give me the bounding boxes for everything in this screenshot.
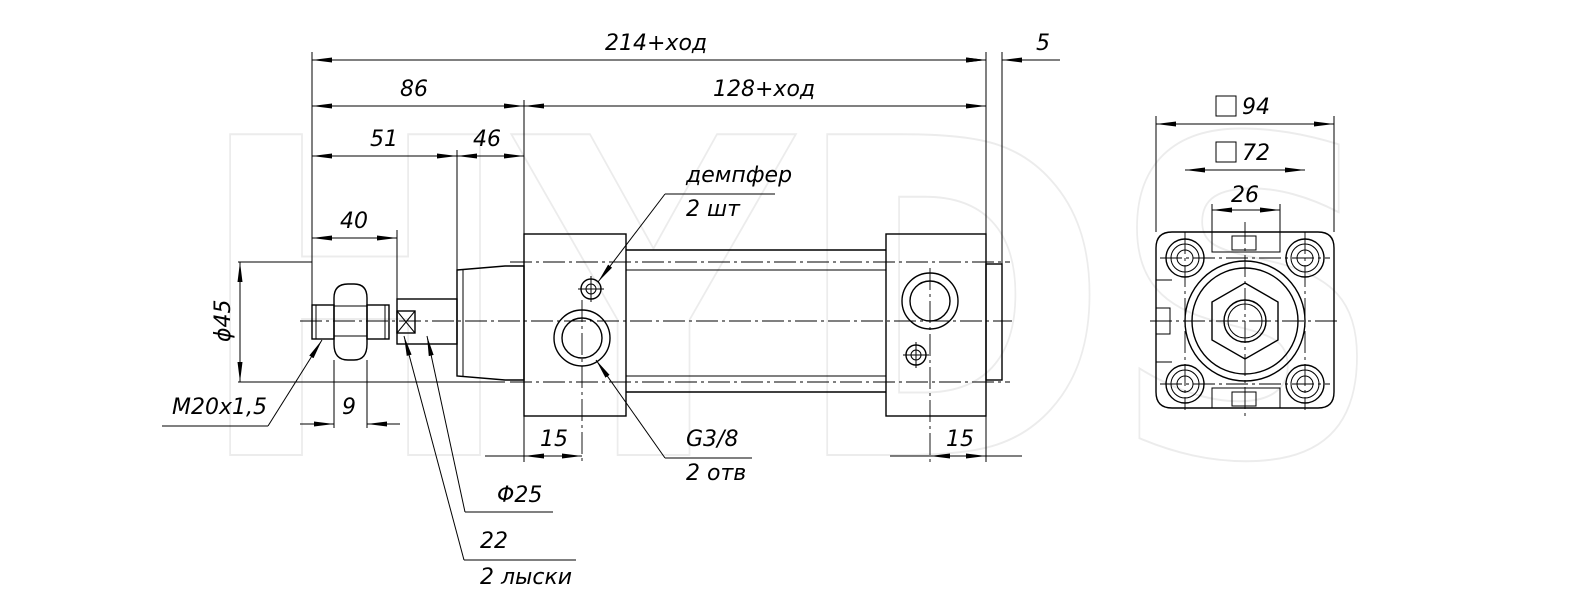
- dim-rod-extension: 51: [370, 127, 398, 152]
- dim-overall-length: 214+ход: [605, 31, 707, 56]
- callout-port-thread: G3/8: [686, 427, 738, 452]
- dim-square-outer: 94: [1242, 95, 1270, 120]
- dim-nut-width: 9: [342, 395, 356, 420]
- square-symbol-inner: [1215, 141, 1237, 163]
- end-cap-outline: [1155, 231, 1335, 409]
- callout-damper-label: демпфер: [685, 163, 792, 188]
- dimension-labels: 214+ход 5 86 128+ход 51 46 40 ϕ45 9 15 1…: [211, 31, 1270, 452]
- cylinder-barrel: [510, 249, 1010, 393]
- lock-nut: [333, 283, 368, 361]
- dim-boss-width: 26: [1231, 183, 1259, 208]
- dim-front-length: 86: [400, 77, 428, 102]
- rear-damper-screw: [903, 342, 929, 368]
- end-view: [1150, 95, 1340, 420]
- callout-flats-size: 22: [480, 529, 508, 554]
- callout-thread: M20x1,5: [172, 395, 267, 420]
- dim-port-offset-right: 15: [946, 427, 974, 452]
- callout-damper-count: 2 шт: [686, 197, 741, 222]
- dim-bore-diameter: ϕ45: [211, 299, 236, 342]
- dimension-lines: [237, 52, 1060, 462]
- dim-gland-length: 46: [473, 127, 501, 152]
- dim-end-offset: 5: [1036, 31, 1050, 56]
- leader-lines: [162, 193, 775, 561]
- side-view: [300, 233, 1012, 462]
- rear-end-plate: [985, 263, 1003, 381]
- dim-body-length: 128+ход: [713, 77, 815, 102]
- front-cap: [523, 233, 627, 417]
- callout-labels: M20x1,5 Φ25 22 2 лыски G3/8 2 отв демпфе…: [172, 163, 792, 590]
- dim-square-inner: 72: [1242, 141, 1270, 166]
- callout-rod-diameter: Φ25: [497, 483, 542, 508]
- square-symbol-outer: [1215, 95, 1237, 117]
- callout-flats-label: 2 лыски: [480, 565, 572, 590]
- dim-port-offset-left: 15: [540, 427, 568, 452]
- front-damper-screw: [578, 276, 604, 302]
- callout-port-count: 2 отв: [686, 461, 746, 486]
- dim-thread-length: 40: [340, 209, 368, 234]
